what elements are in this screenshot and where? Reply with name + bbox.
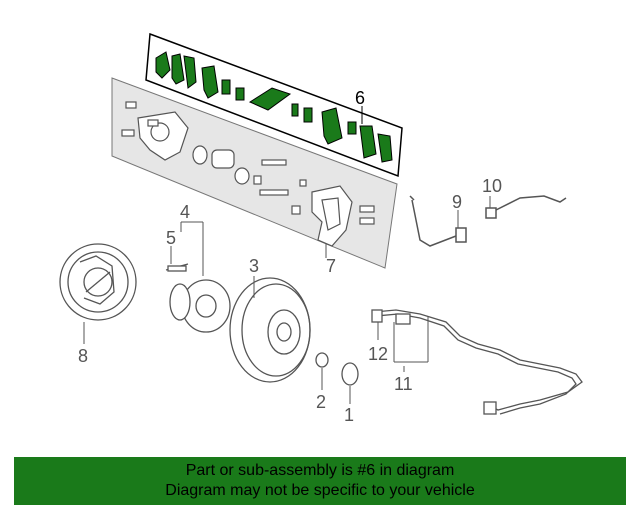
info-banner: Part or sub-assembly is #6 in diagram Di… [14,457,626,505]
brake-hose-and-line [409,195,567,247]
banner-line-disclaimer: Diagram may not be specific to your vehi… [165,482,475,499]
hub-nut-and-cap [315,352,359,386]
callout-11: 11 [394,374,413,394]
callout-5: 5 [166,228,176,248]
callout-12: 12 [368,344,388,364]
callout-6: 6 [355,88,365,108]
callout-10: 10 [482,176,502,196]
callout-4: 4 [180,202,190,222]
hub-bearing [165,263,231,333]
brake-pad-set-panel[interactable] [145,32,403,178]
callout-7: 7 [326,256,336,276]
caliper-assembly-panel [111,77,398,269]
brake-disc [229,277,311,383]
leader-lines [83,106,491,404]
abs-sensor-harness [371,309,583,415]
banner-line-part-number: Part or sub-assembly is #6 in diagram [185,462,455,479]
callout-2: 2 [316,392,326,412]
callout-8: 8 [78,346,88,366]
callout-1: 1 [344,405,354,425]
callout-3: 3 [249,256,259,276]
callout-9: 9 [452,192,462,212]
parts-diagram: 1 2 3 4 5 6 7 8 9 10 11 12 [59,32,583,425]
backing-plate [59,243,137,321]
